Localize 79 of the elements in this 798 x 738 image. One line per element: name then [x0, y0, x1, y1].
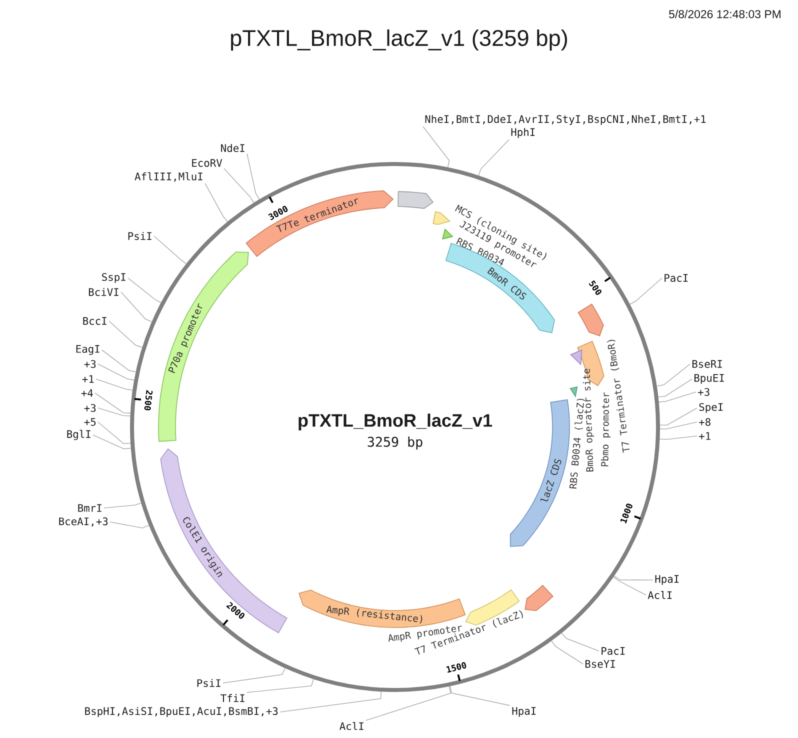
site-label: BciVI — [88, 288, 118, 296]
plasmid-size: 3259 bp — [368, 436, 422, 450]
site-label: +1 — [82, 375, 94, 383]
site-label: HphI — [511, 128, 535, 138]
leader-line — [246, 678, 314, 693]
leader-line — [224, 168, 254, 204]
site-label: BglI — [67, 430, 90, 440]
site-label: SspI — [102, 273, 126, 283]
site-label: BmrI — [78, 504, 102, 512]
site-label: AclI — [340, 722, 364, 730]
leader-line — [658, 392, 696, 402]
feature-label: Pbmo promoter — [600, 392, 611, 466]
leader-line — [98, 364, 135, 380]
tick-label: 500 — [588, 280, 602, 295]
site-label: +4 — [81, 389, 93, 397]
site-label: TfiI — [220, 694, 244, 702]
site-label: EcoRV — [192, 159, 222, 167]
site-label: +3 — [698, 388, 710, 396]
tick-label: 1500 — [446, 662, 466, 673]
site-label: BspHI,AsiSI,BpuEI,AcuI,BsmBI,+3 — [85, 706, 278, 718]
leader-line — [629, 278, 662, 305]
site-label: SpeI — [699, 403, 723, 413]
leader-line — [154, 236, 187, 264]
leader-line — [280, 691, 382, 712]
leader-line — [422, 126, 450, 168]
leader-line — [658, 378, 692, 398]
leader-line — [128, 278, 162, 303]
leader-line — [656, 364, 690, 386]
site-label: BceAI,+3 — [59, 517, 108, 527]
feature-label: RBS B0034 (lacZ) — [569, 398, 586, 489]
feature-bar: lacZ CDS — [510, 399, 570, 547]
leader-line — [450, 686, 510, 706]
leader-line — [204, 182, 228, 222]
site-label: +3 — [84, 404, 96, 412]
leader-line — [561, 632, 600, 652]
site-label: BseRI — [692, 360, 722, 368]
leader-line — [110, 522, 150, 528]
leader-line — [222, 668, 286, 684]
leader-line — [614, 576, 654, 580]
site-label: NheI,BmtI,DdeI,AvrII,StyI,BspCNI,NheI,BmtI,+1 — [425, 114, 706, 126]
site-label: NdeI — [221, 144, 244, 152]
site-label: +3 — [84, 360, 96, 368]
site-label: BseYI — [585, 660, 615, 668]
tick-label: 3000 — [268, 206, 288, 220]
leader-line — [96, 378, 133, 391]
site-label: HpaI — [512, 707, 536, 717]
leader-line — [551, 640, 584, 664]
site-label: +5 — [84, 418, 96, 426]
leader-line — [104, 502, 142, 508]
leader-line — [366, 686, 452, 721]
leader-line — [659, 436, 698, 440]
plasmid-name: pTXTL_BmoR_lacZ_v1 — [298, 414, 492, 430]
leader-line — [98, 408, 131, 416]
site-label: PsiI — [197, 678, 220, 688]
site-label: PsiI — [128, 232, 152, 240]
leader-line — [120, 292, 152, 322]
site-label: BpuEI — [694, 374, 724, 384]
site-label: +8 — [699, 418, 710, 426]
leader-line — [660, 408, 698, 426]
site-label: PacI — [602, 647, 625, 655]
site-label: AclI — [648, 590, 672, 600]
leader-line — [102, 350, 136, 372]
title: pTXTL_BmoR_lacZ_v1 (3259 bp) — [231, 29, 567, 51]
leader-line — [94, 392, 131, 414]
site-label: EagI — [76, 345, 100, 355]
timestamp: 5/8/2026 12:48:03 PM — [669, 10, 780, 18]
leader-line — [660, 422, 698, 430]
leader-line — [246, 153, 260, 200]
site-label: +1 — [699, 432, 710, 440]
site-label: AflIII,MluI — [134, 172, 202, 182]
leader-line — [92, 434, 132, 450]
leader-line — [108, 320, 143, 348]
leader-line — [98, 422, 131, 444]
site-label: PacI — [664, 274, 688, 282]
site-label: HpaI — [655, 575, 679, 585]
leader-line — [478, 139, 510, 176]
tick-label: 1000 — [620, 504, 632, 524]
leader-line — [613, 576, 646, 596]
site-label: BccI — [83, 317, 106, 325]
